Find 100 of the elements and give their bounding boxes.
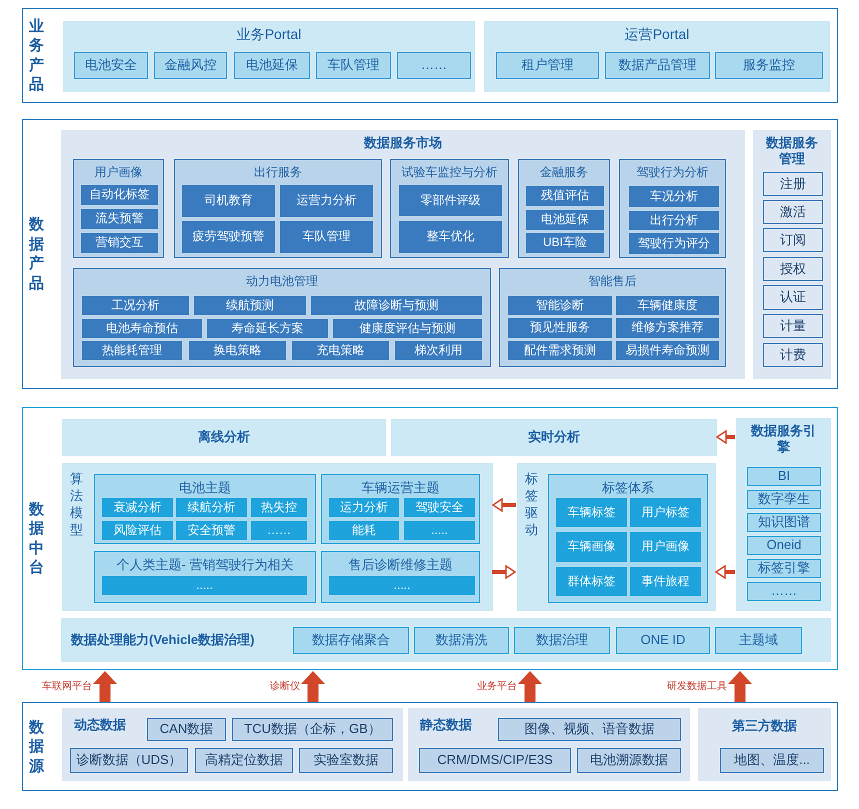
module-tile: 出行分析: [629, 211, 719, 230]
group-title: 标签体系: [601, 480, 655, 496]
group-panel: [736, 418, 831, 611]
module-tile: 标签引擎: [747, 559, 821, 578]
group-title: 动力电池管理: [245, 274, 319, 288]
module-tile: 群体标签: [556, 567, 627, 596]
group-panel: [499, 268, 726, 367]
group-panel: [62, 708, 403, 781]
module-tile: 工况分析: [82, 296, 189, 315]
layer-panel: [22, 407, 838, 670]
module-tile: .....: [404, 521, 475, 540]
module-tile: 电池安全: [74, 52, 148, 79]
arrow: [728, 671, 752, 702]
group-title: 出行服务: [253, 165, 303, 180]
module-tile: Oneid: [747, 536, 821, 555]
module-tile: 诊断数据（UDS）: [70, 748, 188, 773]
group-title: 电池主题: [178, 480, 232, 496]
module-tile: 车况分析: [629, 186, 719, 207]
group-panel: [94, 551, 316, 603]
module-tile: 注册: [763, 172, 823, 196]
module-tile: 营销交互: [81, 233, 158, 253]
group-title: 数据服务市场: [362, 135, 443, 151]
module-tile: 梯次利用: [395, 341, 482, 360]
layer-title: 业务产品: [29, 16, 44, 94]
group-title: 售后诊断维修主题: [348, 557, 454, 573]
group-title: 数据处理能力(Vehicle数据治理): [71, 632, 254, 648]
module-tile: 流失预警: [81, 209, 158, 229]
group-panel: [73, 268, 491, 367]
module-tile: 车辆标签: [556, 498, 627, 527]
module-tile: 数据清洗: [414, 627, 509, 654]
arrow: [518, 671, 542, 702]
module-tile: 寿命延长方案: [207, 319, 328, 338]
module-tile: 数字孪生: [747, 490, 821, 509]
module-tile: 金融风控: [154, 52, 227, 79]
group-panel: [619, 159, 726, 258]
module-tile: 充电策略: [292, 341, 389, 360]
module-tile: 电池溯源数据: [577, 748, 681, 773]
group-panel: [408, 708, 690, 781]
group-title: 算法模型: [70, 471, 83, 539]
arrow: [492, 565, 516, 579]
module-tile: ……: [397, 52, 471, 79]
module-tile: ……: [251, 521, 307, 540]
module-tile: 电池延保: [234, 52, 310, 79]
module-tile: 知识图谱: [747, 513, 821, 532]
group-panel: [61, 130, 745, 379]
module-tile: 车辆画像: [556, 532, 627, 562]
group-panel: [94, 474, 316, 544]
layer-title: 数据产品: [29, 215, 44, 293]
group-panel: [390, 159, 509, 258]
module-tile: 维修方案推荐: [616, 318, 719, 338]
module-tile: 运营力分析: [280, 185, 373, 217]
module-tile: UBI车险: [526, 233, 604, 253]
module-tile: 故障诊断与预测: [311, 296, 482, 315]
group-panel: [321, 551, 480, 603]
module-tile: 授权: [763, 257, 823, 281]
group-title: 试验车监控与分析: [400, 165, 498, 180]
group-panel: [517, 463, 716, 611]
group-title: 车辆运营主题: [360, 480, 440, 496]
module-tile: .....: [102, 576, 307, 595]
module-tile: 电池寿命预估: [82, 319, 202, 338]
module-tile: 车队管理: [280, 221, 373, 253]
module-tile: 整车优化: [399, 221, 502, 253]
module-tile: 续航分析: [176, 498, 247, 517]
module-tile: 自动化标签: [81, 185, 158, 205]
module-tile: BI: [747, 467, 821, 486]
group-title: 标签驱动: [525, 471, 538, 539]
edge-label: 业务平台: [476, 679, 518, 693]
module-tile: TCU数据（企标，GB）: [232, 718, 393, 741]
group-panel: [73, 159, 164, 258]
group-title: 个人类主题- 营销驾驶行为相关: [116, 557, 294, 573]
module-tile: 激活: [763, 200, 823, 224]
module-tile: 电池延保: [526, 210, 604, 230]
module-tile: 健康度评估与预测: [333, 319, 482, 338]
module-tile: 数据治理: [514, 627, 610, 654]
module-tile: 驾驶安全: [404, 498, 475, 517]
group-panel: [698, 708, 831, 781]
module-tile: 计费: [763, 343, 823, 367]
section-bar: 离线分析: [62, 419, 386, 456]
module-tile: 车辆健康度: [616, 296, 719, 315]
module-tile: CRM/DMS/CIP/E3S: [419, 748, 571, 773]
module-tile: 用户画像: [630, 532, 701, 562]
module-tile: 衰减分析: [102, 498, 173, 517]
module-tile: 事件旅程: [630, 567, 701, 596]
module-tile: 智能诊断: [508, 296, 612, 315]
module-tile: 安全预警: [176, 521, 247, 540]
module-tile: 风险评估: [102, 521, 173, 540]
group-title: 静态数据: [420, 717, 472, 733]
module-tile: 服务监控: [715, 52, 823, 79]
group-panel: [63, 21, 475, 92]
group-panel: [61, 618, 831, 662]
group-title: 驾驶行为分析: [636, 165, 710, 180]
module-tile: ……: [747, 582, 821, 601]
module-tile: 零部件评级: [399, 185, 502, 216]
module-tile: 驾驶行为评分: [629, 233, 719, 254]
module-tile: 实验室数据: [299, 748, 393, 773]
module-tile: 换电策略: [189, 341, 286, 360]
module-tile: 地图、温度...: [720, 748, 824, 773]
module-tile: 热失控: [251, 498, 307, 517]
arrow: [716, 430, 735, 444]
module-tile: 司机教育: [182, 185, 275, 217]
